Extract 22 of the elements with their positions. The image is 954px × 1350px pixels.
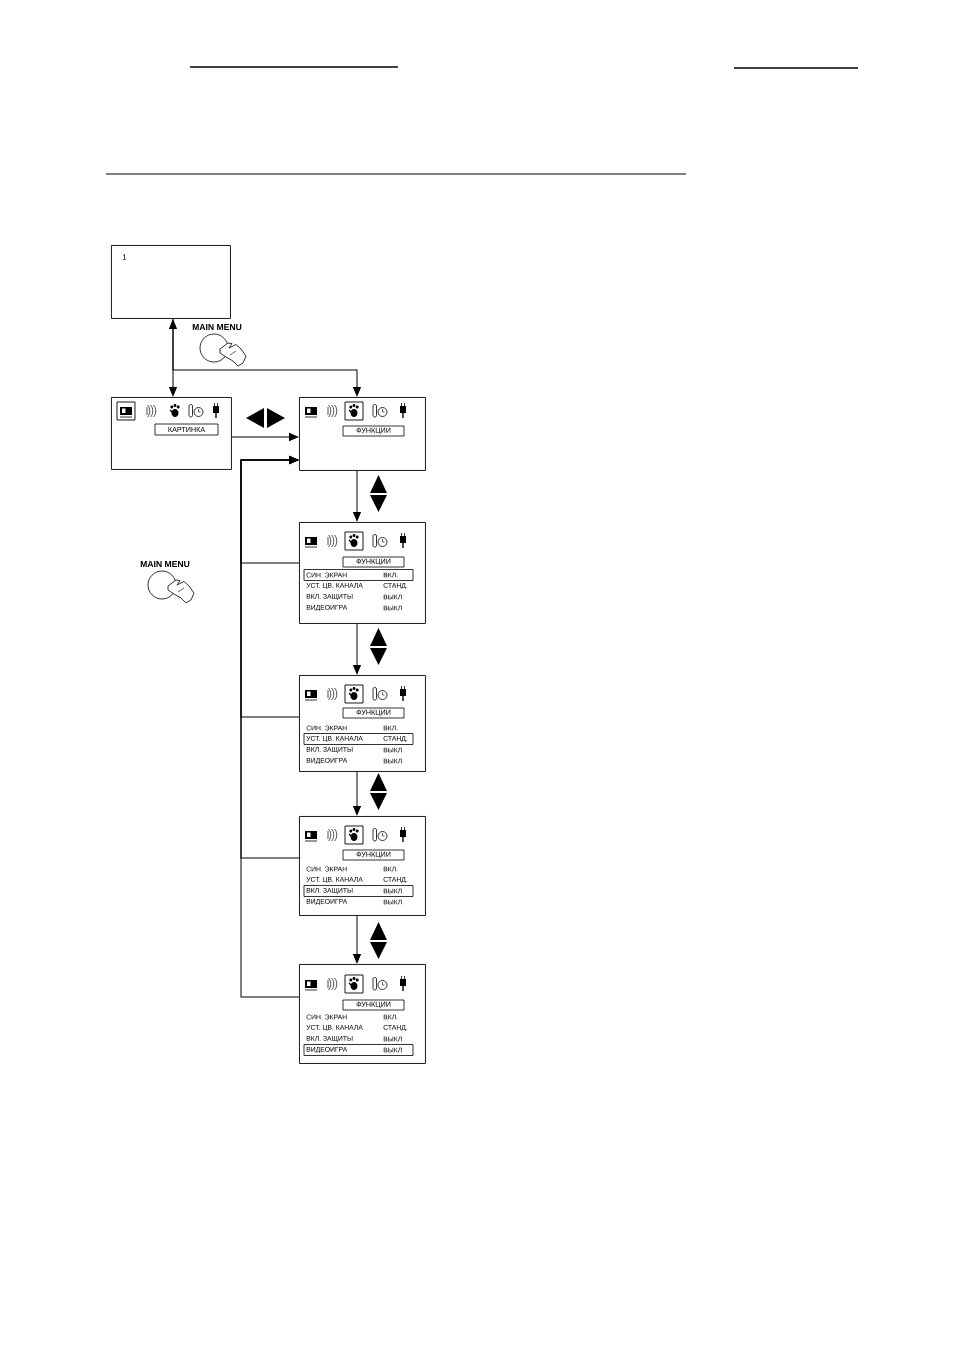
arrow: [353, 623, 361, 675]
up-down-arrows-icon: [370, 628, 387, 665]
arrow: [353, 915, 361, 964]
menu-screen: [299, 816, 426, 916]
button-label: MAIN MENU: [192, 324, 242, 330]
button-label: MAIN MENU: [140, 561, 190, 567]
arrow: [353, 470, 361, 522]
arrow: [353, 771, 361, 816]
menu-screen: [299, 397, 426, 471]
up-down-arrows-icon: [370, 922, 387, 959]
arrow: [172, 318, 361, 397]
menu-screen: [299, 675, 426, 772]
arrow: [169, 319, 177, 397]
menu-screen: [299, 964, 426, 1064]
menu-screen: [111, 397, 232, 470]
up-down-arrows-icon: [370, 773, 387, 810]
arrow: [240, 456, 300, 998]
up-down-arrows-icon: [370, 475, 387, 512]
channel-number: 1: [122, 254, 127, 260]
menu-screen: [299, 522, 426, 624]
arrow: [231, 433, 299, 441]
tv-screen: [111, 245, 231, 319]
